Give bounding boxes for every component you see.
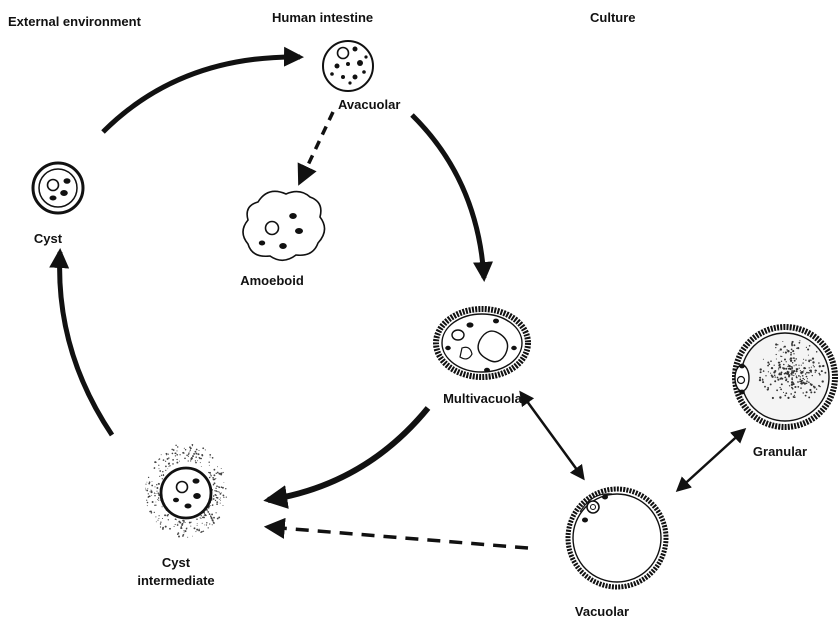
arrow-vacuolar-granular xyxy=(678,430,744,490)
label-cyst: Cyst xyxy=(34,231,62,247)
arrow-cyst-intermediate-to-cyst xyxy=(60,252,112,435)
cyst-cell xyxy=(33,163,83,213)
label-cyst-intermediate-line2: intermediate xyxy=(137,573,214,589)
region-label-human-intestine: Human intestine xyxy=(272,10,373,26)
multivacuolar-cell xyxy=(436,309,528,377)
arrow-multivacuolar-to-cyst-intermediate xyxy=(268,408,428,500)
amoeboid-cell xyxy=(243,191,325,260)
label-amoeboid: Amoeboid xyxy=(240,273,304,289)
label-multivacuolar: Multivacuolar xyxy=(443,391,527,407)
arrow-cyst-to-avacuolar xyxy=(103,57,300,132)
region-label-external-environment: External environment xyxy=(8,14,141,30)
vacuolar-cell xyxy=(568,489,666,587)
arrow-avacuolar-to-multivacuolar xyxy=(412,115,484,278)
region-label-culture: Culture xyxy=(590,10,636,26)
label-granular: Granular xyxy=(753,444,807,460)
cyst-intermediate-cell xyxy=(145,444,227,538)
arrow-vacuolar-to-cyst-intermediate xyxy=(268,527,528,548)
granular-cell xyxy=(735,327,835,427)
label-vacuolar: Vacuolar xyxy=(575,604,629,620)
arrow-avacuolar-to-amoeboid xyxy=(300,112,333,182)
label-avacuolar: Avacuolar xyxy=(338,97,400,113)
label-cyst-intermediate-line1: Cyst xyxy=(162,555,190,571)
avacuolar-cell xyxy=(323,41,373,91)
arrow-multivacuolar-vacuolar xyxy=(521,393,583,478)
